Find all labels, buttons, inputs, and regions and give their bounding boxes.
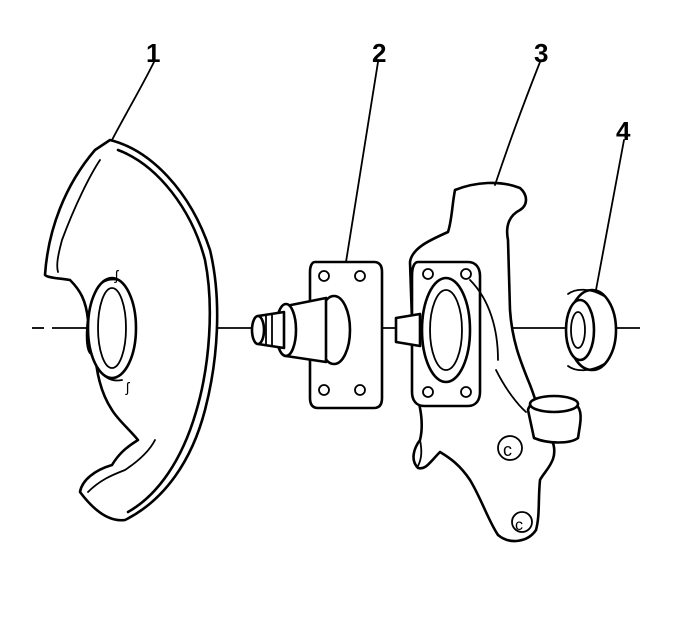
leader-lines xyxy=(111,61,625,291)
callout-4: 4 xyxy=(616,116,631,146)
svg-text:c: c xyxy=(503,440,512,460)
svg-text:c: c xyxy=(515,517,523,534)
svg-text:ʃ: ʃ xyxy=(125,379,131,395)
callout-3: 3 xyxy=(534,38,548,68)
callout-2: 2 xyxy=(372,38,386,68)
callout-1: 1 xyxy=(146,38,160,68)
part-1-splash-shield: ʃ ʃ xyxy=(43,138,219,522)
part-4-seal xyxy=(564,288,618,372)
svg-text:ʃ: ʃ xyxy=(114,267,120,283)
part-2-hub-flange xyxy=(250,260,384,410)
part-3-steering-knuckle: c c xyxy=(394,181,582,543)
